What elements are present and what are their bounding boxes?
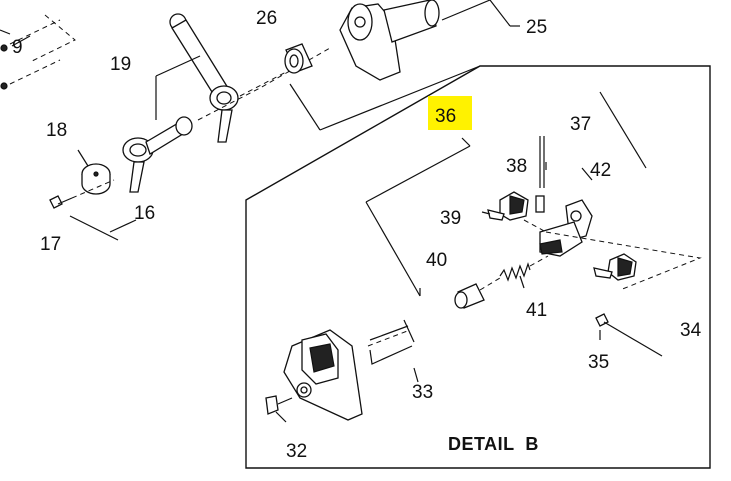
callout-18: 18 (46, 120, 67, 141)
pin-37 (539, 136, 545, 188)
bracket-line-26 (289, 83, 321, 131)
callout-32: 32 (286, 441, 307, 462)
bracket-line-top (319, 65, 481, 131)
inner-bracket-a (365, 145, 471, 203)
highlight-36 (428, 96, 472, 130)
screw-9-a (0, 44, 8, 52)
callout-41: 41 (526, 300, 547, 321)
washer-18 (77, 149, 111, 195)
detail-frame (245, 65, 711, 469)
housing-assembly (265, 329, 363, 421)
switch-39 (487, 191, 529, 221)
screw-9-group (0, 14, 76, 90)
screw-35 (595, 313, 663, 357)
callout-16: 16 (134, 203, 155, 224)
callout-9: 9 (12, 37, 23, 58)
pin-16 (69, 215, 119, 241)
callout-37: 37 (570, 114, 591, 135)
callout-19: 19 (110, 54, 131, 75)
callout-36: 36 (435, 106, 456, 127)
bracket-42 (539, 199, 593, 257)
callout-40: 40 (426, 250, 447, 271)
callout-38: 38 (506, 156, 527, 177)
callout-17: 17 (40, 234, 61, 255)
detail-label: DETAIL B (448, 434, 539, 454)
inner-bracket-b (365, 201, 421, 297)
spring-41 (499, 255, 549, 282)
callout-33: 33 (412, 382, 433, 403)
switch-33 (367, 319, 415, 365)
pin-38 (535, 195, 545, 213)
callout-26: 26 (256, 8, 277, 29)
dash-switch-right (545, 231, 702, 291)
bushing-26 (284, 43, 313, 74)
screw-9-b (0, 82, 8, 90)
roller-40 (454, 283, 485, 309)
callout-34: 34 (680, 320, 702, 341)
inner-bracket-c (599, 91, 647, 169)
callout-25: 25 (526, 17, 547, 38)
crankshaft-25 (339, 0, 491, 81)
callout-35: 35 (588, 352, 609, 373)
callout-42: 42 (590, 160, 611, 181)
leader-19 (155, 55, 201, 77)
screw-17 (49, 179, 115, 209)
switch-right (593, 253, 637, 281)
connecting-rod-lower (122, 116, 193, 193)
dash-link-b (239, 69, 291, 97)
callout-39: 39 (440, 208, 461, 229)
